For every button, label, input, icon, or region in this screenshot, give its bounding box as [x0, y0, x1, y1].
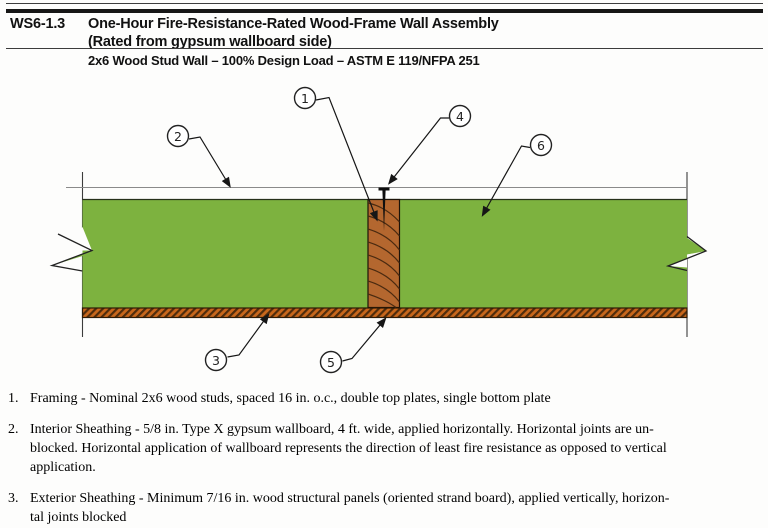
leader-line-2-gypsum [188, 136, 231, 188]
leader-line-4-nail [388, 117, 449, 185]
callout-4-label: 4 [456, 109, 464, 124]
leader-line-5-joint [342, 317, 387, 362]
break-mark-right [665, 235, 708, 272]
header-thick-rule [6, 9, 763, 13]
callout-3-bubble [204, 348, 228, 372]
legend-list: 1. Framing - Nominal 2x6 wood studs, spa… [8, 389, 762, 528]
wall-assembly-diagram: 1 2 3 4 5 6 [49, 86, 708, 374]
legend-item-number: 1. [8, 391, 19, 406]
callout-4-bubble [448, 104, 472, 128]
legend-item-number: 2. [8, 422, 19, 437]
osb-sheathing-band [81, 307, 688, 319]
doc-id: WS6-1.3 [10, 16, 66, 32]
page-title-line2: (Rated from gypsum wallboard side) [88, 34, 332, 50]
callout-3-label: 3 [212, 353, 220, 368]
legend-item-text-line: Interior Sheathing - 5/8 in. Type X gyps… [30, 422, 654, 437]
callout-5-label: 5 [327, 355, 335, 370]
callout-1-label: 1 [301, 91, 309, 106]
nail-fastener [378, 187, 390, 231]
legend-item-text-line: application. [30, 460, 96, 475]
top-hairline-rule [6, 3, 763, 4]
legend-item-2: 2. Interior Sheathing - 5/8 in. Type X g… [8, 420, 762, 477]
page-subtitle: 2x6 Wood Stud Wall – 100% Design Load – … [88, 53, 480, 68]
callout-1-bubble [293, 86, 317, 110]
legend-item-text-line: Framing - Nominal 2x6 wood studs, spaced… [30, 391, 551, 406]
legend-item-number: 3. [8, 491, 19, 506]
callout-2-label: 2 [174, 129, 182, 144]
page-title-line1: One-Hour Fire-Resistance-Rated Wood-Fram… [88, 16, 499, 32]
leader-line-3-osb [227, 313, 270, 358]
callout-6-bubble [529, 133, 553, 157]
legend-item-text-line: Exterior Sheathing - Minimum 7/16 in. wo… [30, 491, 670, 506]
leader-line-6-insulation [481, 145, 531, 217]
callout-6-label: 6 [537, 138, 545, 153]
legend-item-3: 3. Exterior Sheathing - Minimum 7/16 in.… [8, 489, 762, 527]
callout-2-bubble [166, 124, 190, 148]
mid-hairline-rule [6, 48, 763, 49]
legend-item-1: 1. Framing - Nominal 2x6 wood studs, spa… [8, 389, 762, 408]
legend-item-text-line: tal joints blocked [30, 510, 127, 525]
callout-5-bubble [319, 350, 343, 374]
legend-item-text-line: blocked. Horizontal application of wallb… [30, 441, 667, 456]
callout-bubbles: 1 2 3 4 5 6 [166, 86, 553, 374]
leader-line-1-stud [315, 96, 378, 222]
break-mark-left [49, 227, 94, 272]
